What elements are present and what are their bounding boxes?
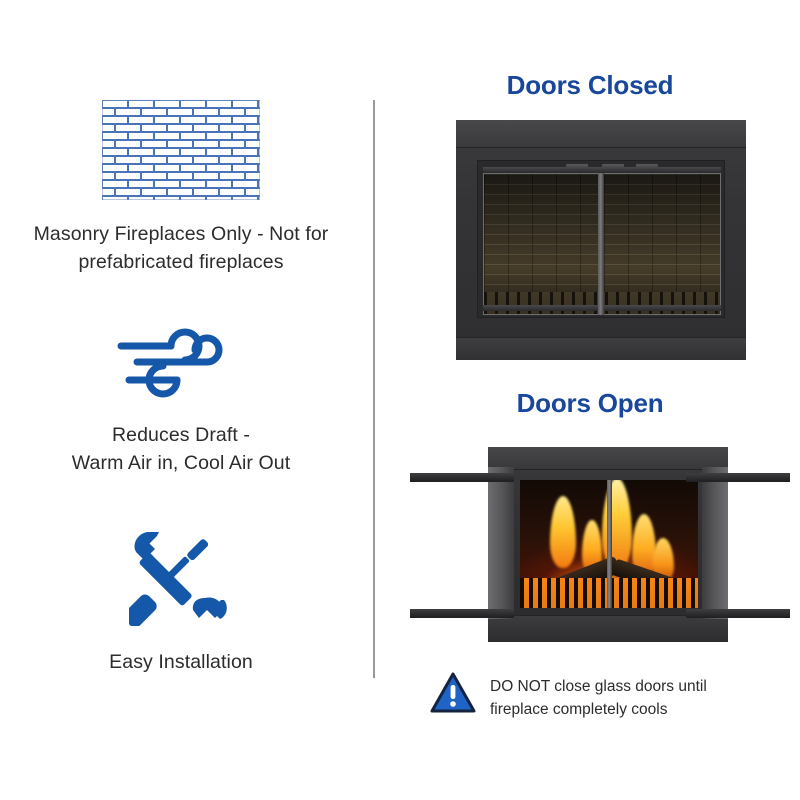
fireplace-open-door-arm-bottom-left: [410, 609, 514, 618]
fireplace-closed-hinge-left: [566, 164, 588, 171]
brick-wall-icon-wrapper: [0, 100, 362, 200]
fireplace-doors-closed-photo: [456, 120, 746, 360]
wrench-screwdriver-icon-wrapper: [0, 530, 362, 626]
features-column: Masonry Fireplaces Only - Not for prefab…: [0, 0, 362, 800]
fireplace-open-mullion: [607, 480, 612, 608]
flame-2: [582, 520, 602, 574]
flame-1: [550, 496, 576, 568]
fireplace-closed-base: [456, 337, 746, 360]
fireplace-closed-hood: [456, 120, 746, 148]
doors-open-heading: Doors Open: [516, 388, 664, 418]
fireplace-closed-hinge-right: [636, 164, 658, 171]
product-images-column: Doors Closed Doors Open: [380, 0, 800, 800]
fireplace-open-door-arm-bottom-right: [686, 609, 790, 618]
wind-draft-icon: [117, 328, 223, 398]
fireplace-closed-hinge-center: [602, 164, 624, 171]
flame-5: [652, 538, 674, 582]
doors-closed-heading: Doors Closed: [506, 70, 674, 100]
fireplace-open-hood: [488, 447, 728, 470]
safety-warning-text: DO NOT close glass doors until fireplace…: [490, 678, 707, 718]
feature-installation: Easy Installation: [0, 530, 362, 676]
brick-wall-icon: [102, 100, 260, 200]
feature-draft: Reduces Draft - Warm Air in, Cool Air Ou…: [0, 318, 362, 477]
feature-draft-label: Reduces Draft - Warm Air in, Cool Air Ou…: [71, 424, 291, 474]
wind-draft-icon-wrapper: [0, 318, 362, 402]
warning-triangle-icon: [430, 672, 476, 713]
fireplace-open-door-left: [488, 467, 514, 619]
feature-masonry: Masonry Fireplaces Only - Not for prefab…: [0, 100, 362, 276]
wrench-screwdriver-icon: [129, 532, 227, 626]
fireplace-open-door-arm-top-right: [686, 473, 790, 482]
fireplace-open-base: [488, 615, 728, 642]
fireplace-open-door-right: [702, 467, 728, 619]
safety-warning: DO NOT close glass doors until fireplace…: [430, 672, 770, 721]
fireplace-doors-open-photo: [410, 447, 790, 642]
fireplace-closed-mullion: [598, 173, 604, 315]
fireplace-open-door-arm-top-left: [410, 473, 514, 482]
fireplace-closed-door-bezel: [477, 160, 725, 318]
column-divider: [373, 100, 375, 678]
feature-masonry-label: Masonry Fireplaces Only - Not for prefab…: [33, 223, 329, 273]
feature-installation-label: Easy Installation: [109, 651, 253, 673]
